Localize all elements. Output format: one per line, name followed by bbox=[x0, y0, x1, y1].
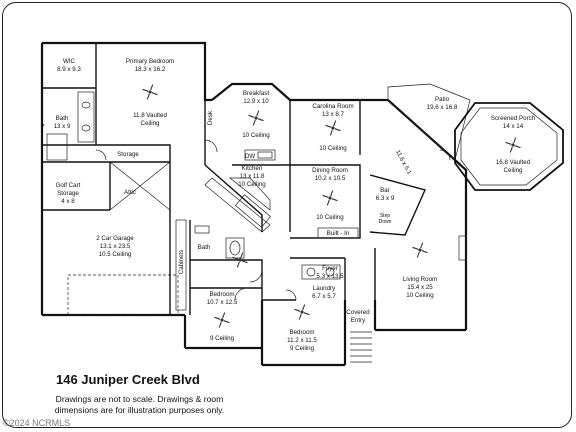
ceiling-fan-icon bbox=[214, 312, 230, 328]
covered-entry-label2: Entry bbox=[351, 317, 366, 324]
living-room-dims: 15.4 x 25 bbox=[407, 284, 433, 291]
step-label2: Down bbox=[379, 219, 392, 225]
sink-icon bbox=[81, 124, 91, 132]
primary-bath-label: Bath bbox=[56, 115, 69, 122]
kitchen-dims: 13 x 11.8 bbox=[240, 173, 266, 180]
tub-icon bbox=[194, 225, 210, 234]
patio-label: Patio bbox=[435, 96, 450, 103]
room-labels: WIC 8.9 x 9.3 Primary Bedroom 18.3 x 16.… bbox=[54, 58, 536, 352]
disclaimer-text: Drawings are not to scale. Drawings & ro… bbox=[54, 394, 225, 415]
ceiling-fan-icon bbox=[505, 137, 521, 153]
carolina-room-label: Carolina Room bbox=[312, 103, 353, 110]
address-title: 146 Juniper Creek Blvd bbox=[56, 372, 200, 387]
primary-bedroom-ceiling2: Ceiling bbox=[141, 120, 160, 127]
ceiling-fan-icon bbox=[294, 304, 310, 320]
foyer-dims: 5.3 x 13.5 bbox=[316, 273, 344, 280]
dining-room-label: Dining Room bbox=[312, 167, 348, 174]
ceiling-fan-icon bbox=[248, 110, 264, 126]
golf-cart-label: Golf Cart bbox=[56, 182, 81, 189]
bedroom1-label: Bedroom bbox=[209, 291, 234, 298]
bar-label: Bar bbox=[380, 187, 390, 194]
hall-dims: 11.6 x 5.1 bbox=[394, 149, 413, 176]
kitchen-ceiling: 10 Ceiling bbox=[238, 181, 266, 188]
golf-cart-label2: Storage bbox=[57, 190, 79, 197]
bedroom2-label: Bedroom bbox=[289, 329, 314, 336]
screened-porch-ceiling2: Ceiling bbox=[504, 167, 523, 174]
breakfast-ceiling: 10 Ceiling bbox=[242, 132, 270, 139]
dishwasher-label: DW bbox=[245, 153, 255, 160]
storage-label: Storage bbox=[117, 151, 139, 158]
primary-bedroom-label: Primary Bedroom bbox=[126, 58, 174, 65]
living-room-label: Living Room bbox=[403, 276, 437, 283]
carolina-room-ceiling: 10 Ceiling bbox=[319, 145, 347, 152]
kitchen-label: Kitchen bbox=[242, 165, 263, 172]
garage-ceiling: 10.5 Ceiling bbox=[99, 251, 132, 258]
washer-icon bbox=[301, 264, 341, 280]
step-label: Step bbox=[380, 213, 391, 219]
patio-outline bbox=[387, 83, 471, 161]
garage-dims: 13.1 x 23.5 bbox=[100, 243, 131, 250]
ceiling-fan-icon bbox=[412, 242, 428, 258]
ceiling-fan-icon bbox=[142, 84, 158, 100]
living-room-ceiling: 10 Ceiling bbox=[406, 292, 434, 299]
foyer-label: Foyer bbox=[322, 265, 338, 272]
bedroom2-ceiling: 9 Ceiling bbox=[290, 345, 315, 352]
cabinets-label: Cabinets bbox=[178, 250, 185, 274]
ceiling-fan-icon bbox=[232, 252, 248, 268]
built-in-label: Built - In bbox=[327, 230, 350, 237]
primary-bedroom-dims: 18.3 x 16.2 bbox=[135, 66, 166, 73]
bedroom2-dims: 11.2 x 11.5 bbox=[287, 337, 317, 344]
bedroom1-ceiling: 9 Ceiling bbox=[210, 335, 235, 342]
screened-porch-ceiling: 16.8 Vaulted bbox=[496, 159, 531, 166]
primary-bath-dims: 13 x 9 bbox=[54, 123, 71, 130]
attic-label: Attic bbox=[124, 189, 136, 196]
screened-porch-dims: 14 x 14 bbox=[503, 123, 524, 130]
screened-porch-outline bbox=[454, 102, 564, 191]
breakfast-dims: 12.9 x 10 bbox=[243, 98, 269, 105]
screened-porch-label: Screened Porch bbox=[491, 115, 536, 122]
primary-bedroom-ceiling: 11.8 Vaulted bbox=[133, 112, 167, 119]
page-border bbox=[2, 2, 572, 428]
hall-bath-label: Bath bbox=[198, 244, 211, 251]
fireplace-icon bbox=[458, 235, 467, 261]
laundry-dims: 6.7 x 5.7 bbox=[312, 293, 336, 300]
patio-dims: 19.6 x 16.8 bbox=[427, 104, 458, 111]
covered-entry-label: Covered bbox=[346, 309, 370, 316]
breakfast-label: Breakfast bbox=[243, 90, 269, 97]
sink-icon bbox=[257, 151, 273, 159]
ceiling-fan-icon bbox=[325, 120, 341, 136]
bar-dims: 6.3 x 9 bbox=[376, 195, 395, 202]
laundry-label: Laundry bbox=[313, 285, 336, 292]
sink-icon bbox=[81, 101, 91, 109]
copyright-watermark: ©2024 NCRMLS bbox=[3, 418, 71, 428]
ceiling-fans bbox=[142, 84, 521, 328]
garage-label: 2 Car Garage bbox=[96, 235, 134, 242]
kitchen-counters bbox=[204, 149, 276, 233]
door-swing-icon bbox=[95, 139, 451, 301]
golf-cart-dims: 4 x 8 bbox=[61, 198, 75, 205]
desk-label: Desk bbox=[207, 110, 214, 125]
dining-room-dims: 10.2 x 10.5 bbox=[315, 175, 346, 182]
ceiling-fan-icon bbox=[322, 190, 338, 206]
carolina-room-dims: 13 x 8.7 bbox=[322, 111, 345, 118]
bedroom1-dims: 10.7 x 12.5 bbox=[207, 299, 238, 306]
entry-steps bbox=[350, 331, 372, 363]
wic-label: WIC bbox=[63, 58, 76, 65]
bath-fixtures bbox=[77, 91, 467, 280]
dining-room-ceiling: 10 Ceiling bbox=[316, 214, 344, 221]
garage-fixtures bbox=[46, 133, 187, 316]
exterior-walls bbox=[40, 41, 468, 367]
wic-dims: 8.9 x 9.3 bbox=[57, 66, 81, 73]
